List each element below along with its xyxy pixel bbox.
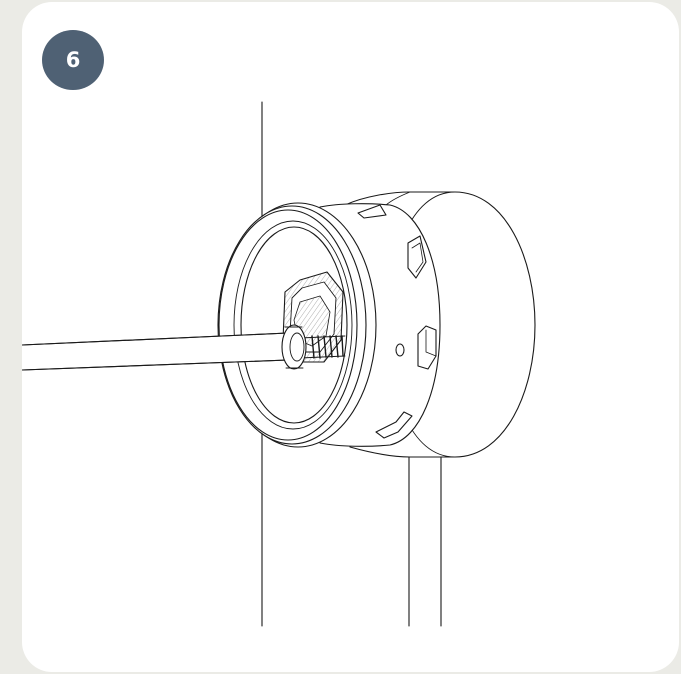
slot-top (358, 205, 386, 218)
assembly-illustration (22, 2, 679, 672)
slot-bottom (376, 412, 412, 438)
step-number: 6 (65, 48, 81, 72)
vertical-pipe (409, 450, 441, 626)
instruction-card: 6 (22, 2, 679, 672)
slot-upper-right (408, 236, 426, 278)
screw-hole (396, 344, 404, 356)
screwdriver (22, 325, 306, 370)
threaded-bolt (300, 336, 345, 358)
step-number-badge: 6 (42, 30, 104, 90)
